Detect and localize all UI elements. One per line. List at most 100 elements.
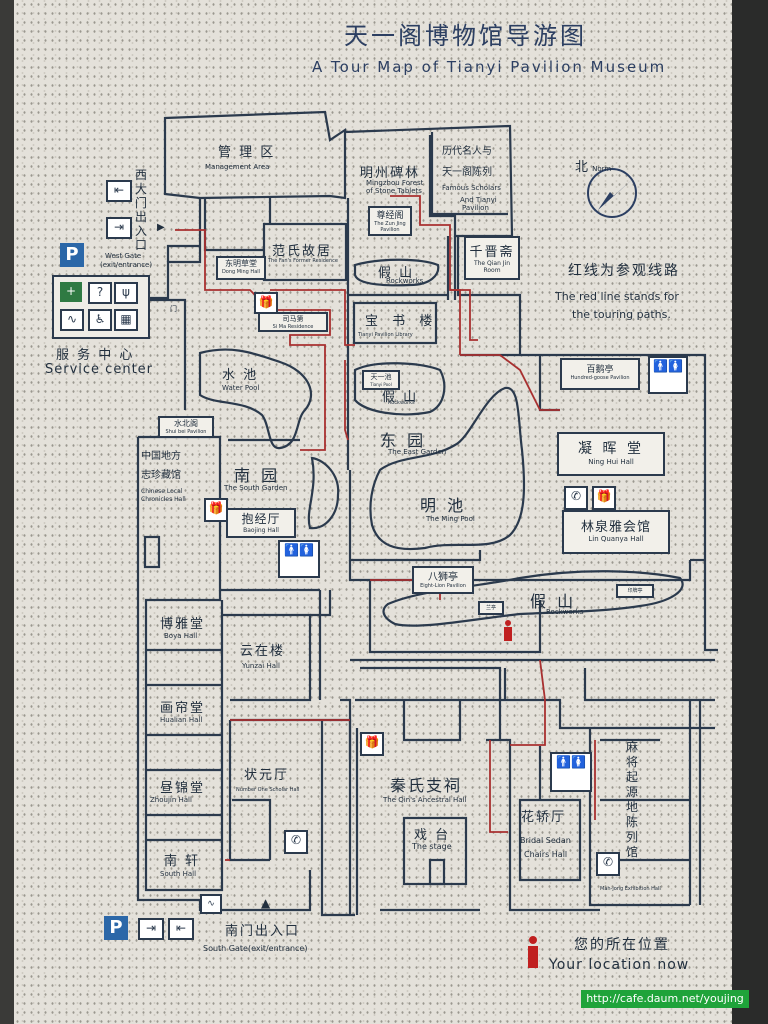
sima-residence-en: Si Ma Residence: [272, 324, 314, 330]
south-gate-arrow-icon: ▲: [261, 896, 271, 910]
west-gate-cn: 西大门出入口: [135, 168, 148, 252]
mingzhou-forest-en-1: Mingzhou Forest: [366, 179, 424, 187]
information-icon: ?: [88, 282, 112, 304]
south-gate-en: South Gate(exit/entrance): [203, 944, 308, 953]
local-chronicles-en-1: Chinese Local: [141, 488, 183, 495]
shop-icon: ∿: [60, 309, 84, 331]
south-hall-cn: 南 轩: [164, 854, 201, 869]
east-garden-cn: 东 园: [380, 431, 427, 450]
service-center-en: Service center: [45, 362, 154, 377]
qin-ancestral-hall-en: The Qin's Ancestral Hall: [383, 796, 467, 804]
gift-shop-icon-east: 🎁: [592, 486, 616, 510]
legend-red-line-cn: 红线为参观线路: [568, 263, 680, 279]
management-area-outline: [163, 110, 347, 200]
hualian-hall-en: Hualian Hall: [160, 716, 203, 724]
rockworks-south-en: Rockworks: [546, 608, 584, 616]
hundred-goose-pavilion-cn: 百鹅亭: [586, 365, 614, 375]
restroom-icon-east: 🚹🚺: [648, 356, 688, 394]
mahjong-exhibition-en: Mah-jong Exhibition Hall: [600, 886, 661, 892]
ming-pool-en: The Ming Pool: [426, 515, 475, 523]
route-west-loop: [175, 229, 331, 451]
ning-hui-hall-box: 凝 晖 堂 Ning Hui Hall: [557, 432, 665, 476]
local-chronicles-en-2: Chronicles Hall: [141, 496, 186, 503]
map-title-en: A Tour Map of Tianyi Pavilion Museum: [312, 58, 667, 76]
seal-pavilion-box: 印牌亭: [616, 584, 654, 598]
eight-lion-pavilion-box: 八狮亭 Eight-Lion Pavilion: [412, 566, 474, 594]
shuibei-pavilion-cn: 水北阁: [174, 419, 198, 428]
boya-hall-en: Boya Hall: [164, 632, 198, 640]
water-pool-shape: [198, 348, 313, 450]
south-hall-en: South Hall: [160, 870, 197, 878]
service-center-cn: 服 务 中 心: [56, 348, 135, 363]
qianjin-room-box: 千晋斋 The Qian Jin Room: [464, 236, 520, 280]
small-pavilion-box: 兰亭: [478, 601, 504, 615]
zunjing-pavilion-en: The Zun Jing Pavilion: [374, 221, 406, 233]
ning-hui-hall-cn: 凝 晖 堂: [578, 441, 644, 457]
zunjing-pavilion-box: 尊经阁 The Zun Jing Pavilion: [368, 206, 412, 236]
famous-scholars-en-2: And Tianyi: [460, 196, 497, 204]
north-compass: [587, 168, 637, 218]
baojing-hall-en: Baojing Hall: [243, 527, 279, 534]
telephone-icon-southeast: ✆: [596, 852, 620, 876]
rockworks-north-cn: 假 山: [378, 266, 415, 281]
mingzhou-forest-en-2: of Stone Tablets: [366, 187, 422, 195]
qianjin-room-cn: 千晋斋: [469, 245, 515, 260]
telephone-icon-east: ✆: [564, 486, 588, 510]
dongming-hall-box: 东明草堂 Dong Ming Hall: [216, 256, 266, 280]
bridal-sedan-hall-en-1: Bridal Sedan: [520, 836, 571, 845]
restaurant-icon: ψ: [114, 282, 138, 304]
management-area-en: Management Area: [205, 163, 270, 171]
dongming-hall-en: Dong Ming Hall: [221, 269, 261, 275]
shuibei-pavilion-en: Shui bei Pavilion: [165, 429, 207, 435]
zunjing-pavilion-cn: 尊经阁: [376, 211, 404, 221]
shuibei-pavilion-box: 水北阁 Shui bei Pavilion: [158, 416, 214, 438]
legend-red-line-en-2: the touring paths.: [572, 308, 671, 321]
sign-frame-edge: [732, 0, 768, 1024]
south-garden-cn: 南 园: [234, 466, 281, 485]
parking-icon: P: [60, 243, 84, 267]
south-garden-en: The South Garden: [224, 484, 288, 492]
qin-ancestral-hall-cn: 秦氏支祠: [390, 776, 463, 795]
gift-shop-icon: 🎁: [254, 292, 278, 314]
qianjin-room-en: The Qian Jin Room: [473, 260, 511, 274]
parking-icon-south: P: [104, 916, 128, 940]
west-wall: [148, 198, 202, 410]
tianyi-pool-cn: 天一池: [370, 373, 392, 381]
bridal-sedan-hall-cn: 花轿厅: [521, 810, 567, 825]
ming-pool-shape: [369, 386, 526, 551]
lin-quanya-hall-cn: 林泉雅会馆: [580, 520, 651, 535]
number-one-scholar-hall-cn: 状元厅: [244, 768, 290, 783]
hundred-goose-pavilion-box: 百鹅亭 Hundred-goose Pavilion: [560, 358, 640, 390]
west-gate-en-2: (exit/entrance): [100, 261, 153, 269]
entrance-sign-icon: ⇥: [106, 217, 132, 239]
north-label: 北 Norm: [575, 160, 612, 175]
fan-residence-en: The Fan's Former Residence: [268, 258, 338, 264]
baojing-hall-box: 抱经厅 Baojing Hall: [226, 508, 296, 538]
wheelchair-icon: ♿: [88, 309, 112, 331]
south-gate-cn: 南门出入口: [225, 924, 301, 939]
restroom-icon-south-east: 🚹🚺: [550, 752, 592, 792]
baojing-hall-cn: 抱经厅: [241, 512, 281, 526]
rockworks-north-en: Rockworks: [386, 277, 424, 285]
map-title-cn: 天一阁博物馆导游图: [344, 22, 587, 50]
local-chronicles-cn-1: 中国地方: [141, 451, 181, 462]
seats-icon: ▦: [114, 309, 138, 331]
watermark-url: http://cafe.daum.net/youjing: [581, 990, 749, 1008]
zhoujin-hall-en: Zhoujin Hall: [150, 796, 192, 804]
rockworks-middle-cn: 假 山: [382, 390, 419, 405]
gift-shop-icon-qin: 🎁: [360, 732, 384, 756]
rockworks-shape: [382, 570, 684, 627]
yunzai-hall-en: Yunzai Hall: [242, 662, 280, 670]
west-gate-arrow-icon: ▶: [157, 222, 165, 233]
bridal-sedan-hall-en-2: Chairs Hall: [524, 850, 568, 859]
library-outline: [352, 301, 438, 345]
famous-scholars-cn-2: 天一阁陈列: [442, 167, 492, 178]
yunzai-hall-cn: 云在楼: [240, 644, 286, 659]
legend-location-cn: 您的所在位置: [574, 937, 670, 953]
number-one-scholar-hall-en: Number One Scholar Hall: [236, 787, 300, 793]
mingzhou-forest-cn: 明州碑林: [360, 166, 421, 181]
water-pool-en: Water Pool: [222, 384, 260, 392]
tianyi-pool-box: 天一池 Tianyi Pool: [362, 370, 400, 390]
famous-scholars-en-3: Pavilion: [462, 204, 489, 212]
sima-residence-cn: 司马第: [282, 315, 304, 323]
